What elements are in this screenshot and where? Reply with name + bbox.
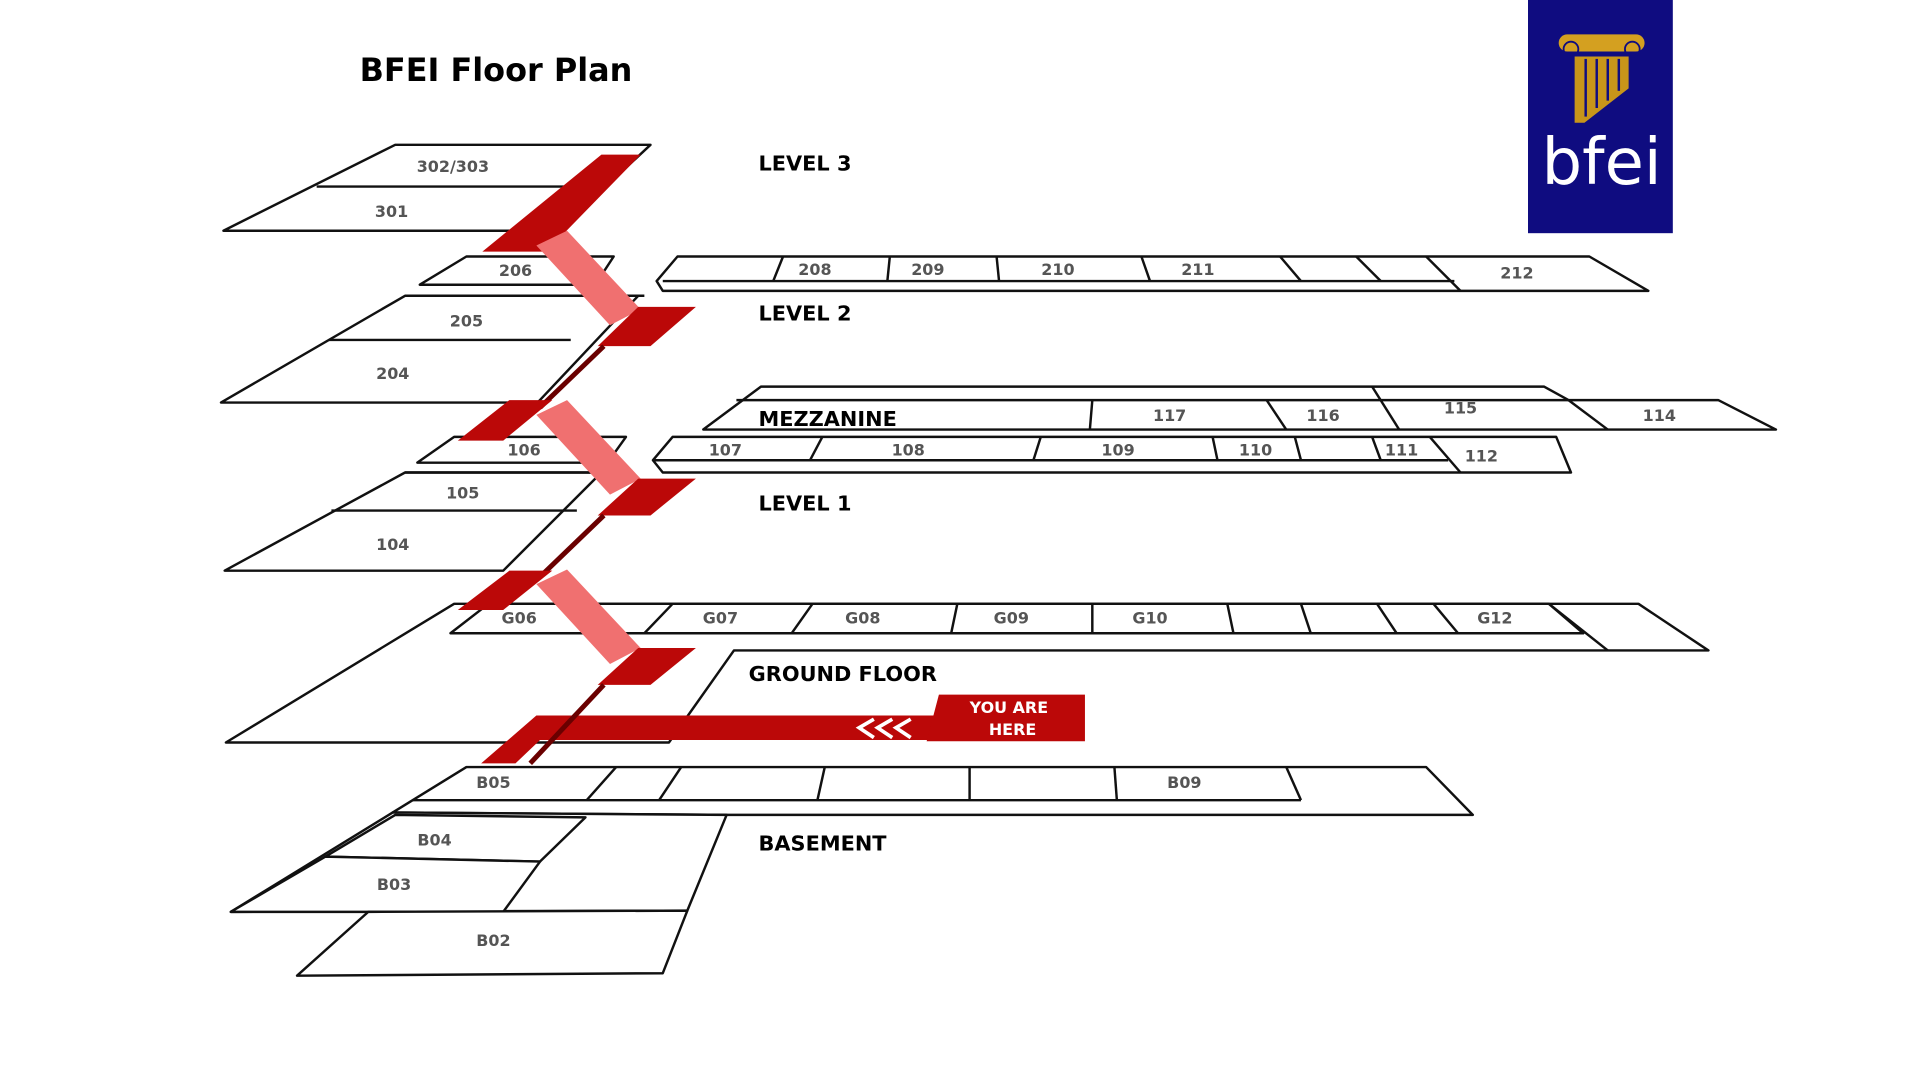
room-label: 109 [1101, 440, 1134, 459]
level-2: 206 208 209 210 211 212 205 204 LEVEL 2 [219, 230, 1650, 410]
room-label: 108 [892, 440, 925, 459]
room-label: 204 [376, 364, 409, 383]
level-3: 302/303 301 LEVEL 3 [222, 143, 852, 252]
room-label: 210 [1041, 260, 1074, 279]
you-are-here-marker: YOU ARE HERE [481, 683, 1085, 766]
ground-upper-landing [457, 570, 553, 610]
room-label: G10 [1132, 608, 1167, 627]
room-label: G12 [1477, 608, 1512, 627]
stairs [536, 400, 641, 495]
room-label: 112 [1465, 446, 1498, 465]
bfei-logo: bfei [1528, 0, 1673, 234]
ground-landing [597, 648, 696, 685]
room-label: B02 [476, 931, 510, 950]
room-label: 104 [376, 535, 409, 554]
room-label: 114 [1643, 406, 1676, 425]
level-label: BASEMENT [759, 832, 888, 856]
you-are-here-text: YOU ARE [969, 698, 1049, 717]
room-label: 116 [1306, 406, 1339, 425]
room-label: 211 [1181, 260, 1214, 279]
level-label: LEVEL 2 [759, 301, 852, 325]
mezzanine: 117 116 115 114 MEZZANINE [702, 385, 1778, 431]
room-label: 117 [1153, 406, 1186, 425]
room-label: 206 [499, 261, 532, 280]
level-label: GROUND FLOOR [749, 662, 937, 686]
level-label: LEVEL 3 [759, 152, 852, 176]
room-label: G07 [703, 608, 738, 627]
level-label: MEZZANINE [759, 407, 897, 431]
room-label: 111 [1385, 440, 1418, 459]
page-title: BFEI Floor Plan [360, 51, 633, 89]
room-label: 115 [1444, 399, 1477, 418]
room-label: 205 [450, 311, 483, 330]
room-label: 208 [798, 260, 831, 279]
room-label: G08 [845, 608, 880, 627]
chevron-left-icon [855, 717, 912, 740]
logo-text: bfei [1542, 126, 1662, 200]
basement: B05 B09 B04 B03 B02 BASEMENT [229, 765, 1474, 977]
room-label: B04 [417, 831, 451, 850]
stairs [536, 230, 641, 326]
room-label: 209 [911, 260, 944, 279]
room-label: 106 [507, 440, 540, 459]
room-label: 105 [446, 483, 479, 502]
room-label: 212 [1500, 264, 1533, 283]
room-label: 110 [1239, 440, 1272, 459]
room-label: 301 [375, 202, 408, 221]
level-2-landing [597, 306, 696, 347]
room-label: 302/303 [417, 157, 489, 176]
you-are-here-text: HERE [989, 720, 1036, 739]
room-label: G06 [502, 608, 537, 627]
room-label: B03 [377, 875, 411, 894]
level-1-upper-landing [457, 400, 553, 441]
level-3-landing [482, 154, 641, 252]
level-1-landing [597, 478, 696, 516]
room-label: B05 [476, 773, 510, 792]
stairs [536, 569, 641, 664]
room-label: B09 [1167, 773, 1201, 792]
ground-floor: G06 G07 G08 G09 G10 G12 GROUND FLOOR [224, 569, 1710, 744]
level-1: 106 107 108 109 110 111 112 105 104 LEVE… [223, 400, 1573, 579]
room-label: 107 [709, 440, 742, 459]
room-label: G09 [994, 608, 1029, 627]
level-label: LEVEL 1 [759, 492, 852, 516]
column-icon [1558, 34, 1645, 123]
